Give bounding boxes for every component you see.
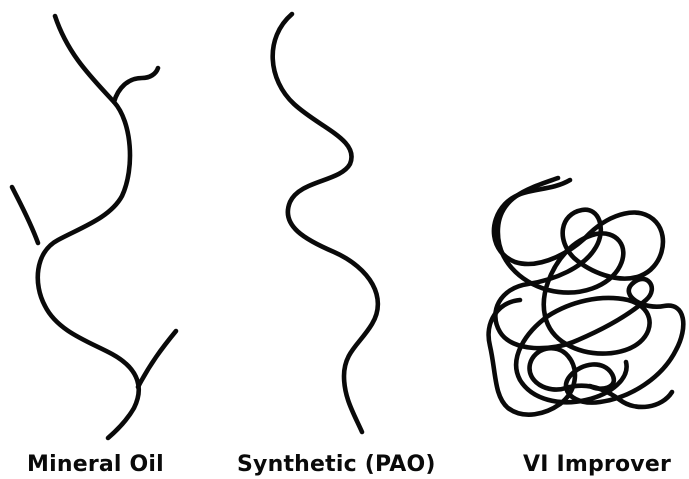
- vi-improver-molecule: [489, 178, 684, 415]
- mineral-oil-upper-branch: [114, 68, 158, 102]
- synthetic-pao-label: Synthetic (PAO): [237, 452, 436, 477]
- vi-improver-label: VI Improver: [523, 452, 671, 477]
- synthetic-pao-molecule: [273, 14, 378, 432]
- synthetic-pao-chain: [273, 14, 378, 432]
- mineral-oil-molecule: [12, 16, 176, 438]
- mineral-oil-left-branch: [12, 187, 38, 243]
- mineral-oil-label: Mineral Oil: [27, 452, 164, 477]
- mineral-oil-main-chain: [38, 16, 139, 438]
- mineral-oil-lower-branch: [138, 331, 176, 387]
